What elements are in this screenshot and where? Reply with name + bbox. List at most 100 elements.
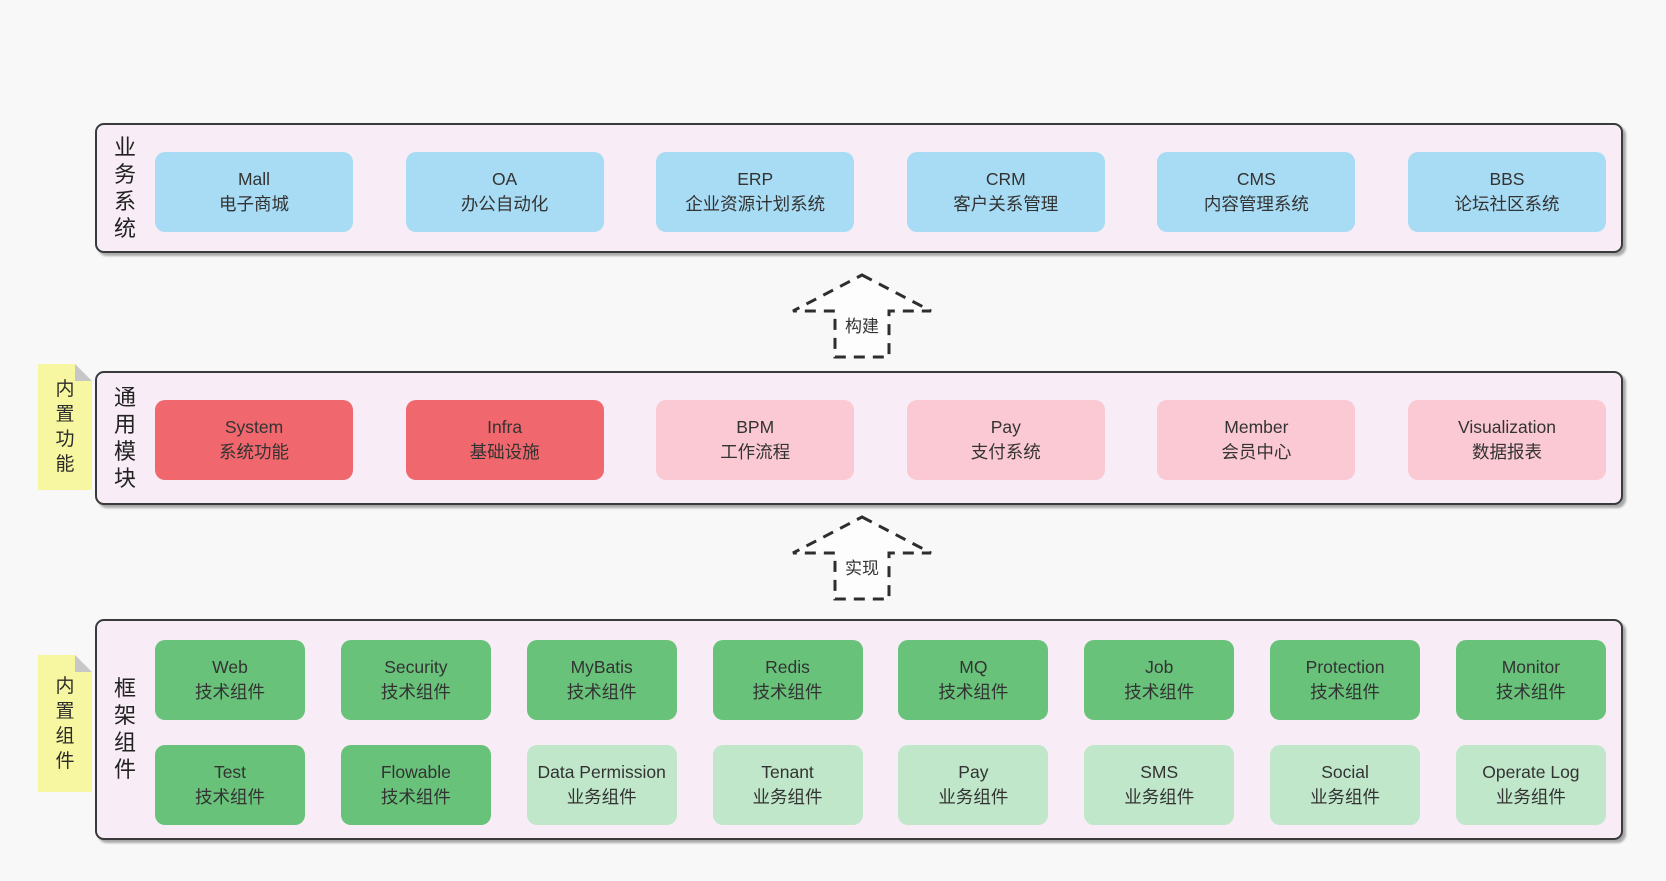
build-arrow-label: 构建 (843, 312, 881, 337)
box-flowable: Flowable 技术组件 (340, 745, 491, 825)
implement-arrow-label: 实现 (843, 554, 881, 579)
box-subtitle: 论坛社区系统 (1454, 194, 1560, 214)
box-mybatis: MyBatis 技术组件 (526, 640, 677, 720)
box-subtitle: 支付系统 (970, 442, 1041, 462)
business-systems-layer: 业务系统 Mall 电子商城 OA 办公自动化 ERP 企业资源计划系统 CRM… (95, 123, 1623, 253)
common-modules-layer: 通用模块 System 系统功能 Infra 基础设施 BPM 工作流程 Pay… (95, 371, 1623, 505)
box-redis: Redis 技术组件 (712, 640, 863, 720)
components-box-row-1: Web 技术组件 Security 技术组件 MyBatis 技术组件 Redi… (155, 640, 1606, 720)
box-subtitle: 技术组件 (195, 787, 265, 807)
box-subtitle: 系统功能 (219, 442, 289, 462)
box-oa: OA 办公自动化 (405, 152, 604, 232)
box-data-permission: Data Permission 业务组件 (526, 745, 677, 825)
box-title: Pay (958, 762, 989, 783)
box-job: Job 技术组件 (1084, 640, 1235, 720)
box-subtitle: 业务组件 (1495, 787, 1566, 807)
box-title: Test (213, 762, 247, 783)
builtin-features-sticky: 内置功能 (38, 364, 92, 490)
box-subtitle: 业务组件 (566, 787, 637, 807)
build-arrow: 构建 (790, 272, 934, 360)
box-title: MQ (959, 657, 988, 678)
box-mq: MQ 技术组件 (898, 640, 1049, 720)
box-system: System 系统功能 (155, 400, 353, 480)
box-title: Tenant (761, 762, 814, 783)
box-mall: Mall 电子商城 (155, 152, 353, 232)
box-title: Job (1145, 657, 1174, 678)
box-member: Member 会员中心 (1157, 400, 1356, 480)
box-subtitle: 技术组件 (752, 682, 823, 702)
box-subtitle: 技术组件 (938, 682, 1009, 702)
box-title: Infra (487, 417, 523, 438)
components-box-row-2: Test 技术组件 Flowable 技术组件 Data Permission … (155, 745, 1606, 825)
box-subtitle: 内容管理系统 (1203, 194, 1309, 214)
box-erp: ERP 企业资源计划系统 (656, 152, 855, 232)
box-title: Data Permission (537, 762, 666, 783)
box-operate-log: Operate Log 业务组件 (1455, 745, 1606, 825)
box-title: Protection (1305, 657, 1385, 678)
box-bpm: BPM 工作流程 (656, 400, 855, 480)
box-subtitle: 技术组件 (195, 682, 265, 702)
modules-box-row: System 系统功能 Infra 基础设施 BPM 工作流程 Pay 支付系统… (155, 400, 1606, 480)
box-subtitle: 业务组件 (1310, 787, 1381, 807)
box-subtitle: 技术组件 (380, 682, 451, 702)
box-title: CMS (1236, 169, 1276, 190)
box-title: Operate Log (1482, 762, 1580, 783)
builtin-components-sticky: 内置组件 (38, 655, 92, 792)
box-bbs: BBS 论坛社区系统 (1407, 152, 1606, 232)
box-title: Monitor (1501, 657, 1561, 678)
box-subtitle: 技术组件 (1124, 682, 1195, 702)
box-cms: CMS 内容管理系统 (1157, 152, 1356, 232)
implement-arrow: 实现 (790, 514, 934, 602)
box-web: Web 技术组件 (155, 640, 305, 720)
box-tenant: Tenant 业务组件 (712, 745, 863, 825)
sticky-label: 内置组件 (55, 675, 75, 772)
box-pay-component: Pay 业务组件 (898, 745, 1049, 825)
box-title: Visualization (1458, 417, 1556, 438)
box-title: BPM (736, 417, 775, 438)
box-title: BBS (1489, 169, 1525, 190)
box-subtitle: 企业资源计划系统 (685, 194, 826, 214)
modules-layer-label: 通用模块 (114, 384, 137, 491)
box-title: Mall (237, 169, 271, 190)
box-title: SMS (1140, 762, 1179, 783)
box-title: Social (1321, 762, 1369, 783)
box-title: Member (1224, 417, 1289, 438)
framework-components-layer: 框架组件 Web 技术组件 Security 技术组件 MyBatis 技术组件… (95, 619, 1623, 840)
box-subtitle: 技术组件 (380, 787, 451, 807)
box-title: Pay (990, 417, 1021, 438)
box-infra: Infra 基础设施 (405, 400, 604, 480)
box-subtitle: 业务组件 (752, 787, 823, 807)
box-title: CRM (985, 169, 1026, 190)
box-crm: CRM 客户关系管理 (906, 152, 1105, 232)
box-title: MyBatis (570, 657, 633, 678)
box-title: OA (491, 169, 518, 190)
box-subtitle: 业务组件 (1124, 787, 1195, 807)
box-subtitle: 技术组件 (566, 682, 637, 702)
box-sms: SMS 业务组件 (1084, 745, 1235, 825)
box-title: ERP (737, 169, 774, 190)
box-monitor: Monitor 技术组件 (1455, 640, 1606, 720)
box-social: Social 业务组件 (1270, 745, 1421, 825)
box-subtitle: 技术组件 (1310, 682, 1381, 702)
box-test: Test 技术组件 (155, 745, 305, 825)
box-title: Web (212, 657, 248, 678)
box-subtitle: 办公自动化 (460, 194, 549, 214)
box-title: Flowable (380, 762, 451, 783)
sticky-label: 内置功能 (55, 379, 75, 475)
box-subtitle: 会员中心 (1221, 442, 1292, 462)
business-layer-label: 业务系统 (114, 134, 137, 241)
box-subtitle: 工作流程 (720, 442, 791, 462)
box-pay-module: Pay 支付系统 (906, 400, 1105, 480)
box-subtitle: 电子商城 (219, 194, 289, 214)
box-title: Security (384, 657, 448, 678)
box-security: Security 技术组件 (340, 640, 491, 720)
box-title: Redis (765, 657, 810, 678)
box-subtitle: 数据报表 (1471, 442, 1542, 462)
box-visualization: Visualization 数据报表 (1407, 400, 1606, 480)
box-subtitle: 业务组件 (938, 787, 1009, 807)
box-title: System (224, 417, 284, 438)
box-subtitle: 客户关系管理 (953, 194, 1059, 214)
box-subtitle: 技术组件 (1495, 682, 1566, 702)
box-protection: Protection 技术组件 (1270, 640, 1421, 720)
components-layer-label: 框架组件 (114, 676, 137, 782)
